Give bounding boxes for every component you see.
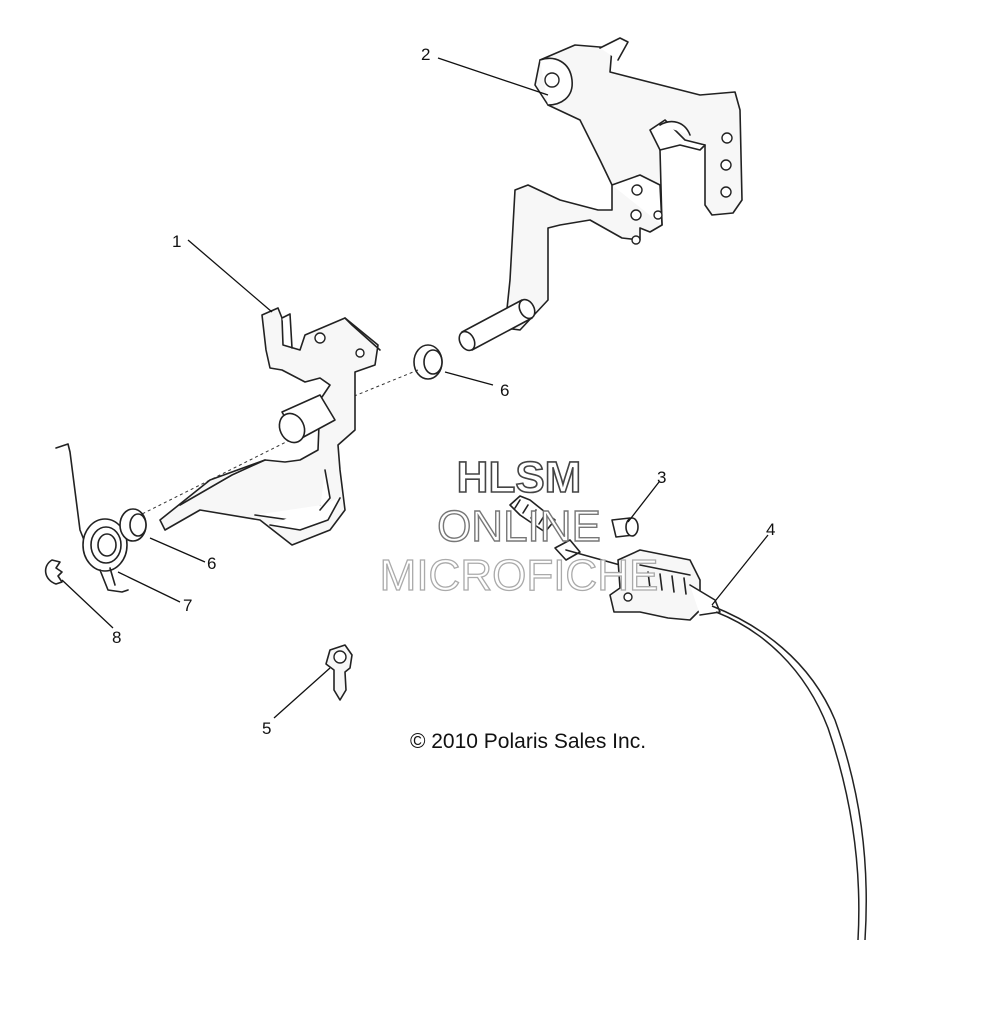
- callout-4: 4: [766, 520, 775, 539]
- watermark-line2: ONLINE: [437, 502, 601, 551]
- mounting-bracket: [504, 37, 743, 331]
- callout-2: 2: [421, 45, 430, 64]
- e-clip: [44, 559, 63, 585]
- watermark-line3: MICROFICHE: [380, 551, 659, 600]
- callout-6-lower: 6: [207, 554, 216, 573]
- callout-6-upper: 6: [500, 381, 509, 400]
- cable-end-pin: [509, 495, 639, 538]
- bushing-upper: [413, 344, 443, 380]
- bushing-lower: [119, 508, 147, 542]
- hitch-pin: [325, 644, 353, 701]
- watermark: HLSM ONLINE MICROFICHE: [379, 452, 659, 600]
- leader-lines: [61, 57, 769, 719]
- pivot-pin: [458, 298, 536, 352]
- watermark-line1: HLSM: [457, 453, 582, 502]
- brake-cable: [554, 539, 867, 941]
- callout-8: 8: [112, 628, 121, 647]
- pedal-arm: [159, 307, 381, 546]
- torsion-spring: [55, 443, 129, 593]
- callout-labels: 1 2 3 4 5 6 6 7 8: [112, 45, 775, 738]
- alignment-line-lower: [139, 439, 291, 516]
- callout-7: 7: [183, 596, 192, 615]
- callout-5: 5: [262, 719, 271, 738]
- copyright-notice: © 2010 Polaris Sales Inc.: [410, 730, 646, 753]
- callout-3: 3: [657, 468, 666, 487]
- callout-1: 1: [172, 232, 181, 251]
